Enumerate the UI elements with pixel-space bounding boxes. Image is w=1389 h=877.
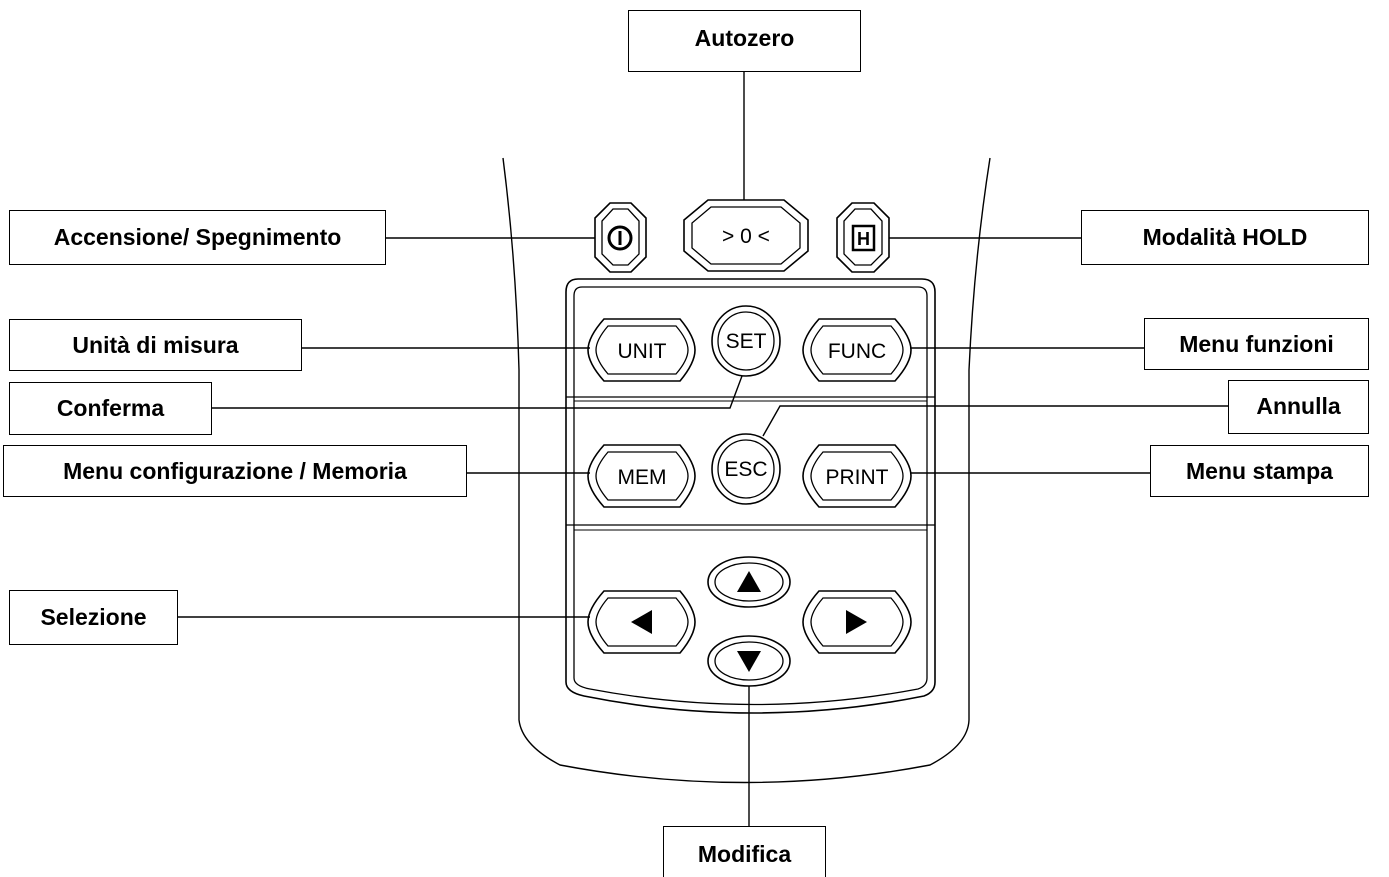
up-arrow-key[interactable] [707, 556, 791, 608]
print-key[interactable]: PRINT [802, 444, 912, 508]
right-triangle-icon [846, 610, 867, 634]
power-key[interactable] [594, 202, 647, 273]
autozero-key-label: > 0 < [722, 225, 770, 248]
cancel-label: Annulla [1228, 380, 1369, 434]
confirm-label: Conferma [9, 382, 212, 435]
set-key-label: SET [726, 330, 767, 353]
hold-key[interactable]: H [836, 202, 890, 273]
left-arrow-key[interactable] [587, 590, 696, 654]
leader-lines [178, 72, 1228, 826]
hold-key-label: H [857, 229, 870, 249]
set-key[interactable]: SET [711, 305, 781, 377]
down-triangle-icon [737, 651, 761, 672]
left-triangle-icon [631, 610, 652, 634]
selection-label: Selezione [9, 590, 178, 645]
func-key-label: FUNC [828, 340, 886, 363]
esc-key-label: ESC [724, 458, 767, 481]
hold-label: Modalità HOLD [1081, 210, 1369, 265]
esc-key[interactable]: ESC [711, 433, 781, 505]
modify-label: Modifica [663, 826, 826, 877]
right-arrow-key[interactable] [802, 590, 912, 654]
down-arrow-key[interactable] [707, 635, 791, 687]
unit-label: Unità di misura [9, 319, 302, 371]
unit-key-label: UNIT [618, 340, 667, 363]
mem-key[interactable]: MEM [587, 444, 696, 508]
autozero-label: Autozero [628, 10, 861, 72]
keypad-panel [565, 278, 936, 714]
func-key[interactable]: FUNC [802, 318, 912, 382]
print-key-label: PRINT [826, 466, 889, 489]
config-memory-label: Menu configurazione / Memoria [3, 445, 467, 497]
unit-key[interactable]: UNIT [587, 318, 696, 382]
device-outline [502, 157, 991, 784]
func-menu-label: Menu funzioni [1144, 318, 1369, 370]
autozero-key[interactable]: > 0 < [683, 199, 809, 272]
up-triangle-icon [737, 571, 761, 592]
mem-key-label: MEM [618, 466, 667, 489]
power-label: Accensione/ Spegnimento [9, 210, 386, 265]
print-menu-label: Menu stampa [1150, 445, 1369, 497]
